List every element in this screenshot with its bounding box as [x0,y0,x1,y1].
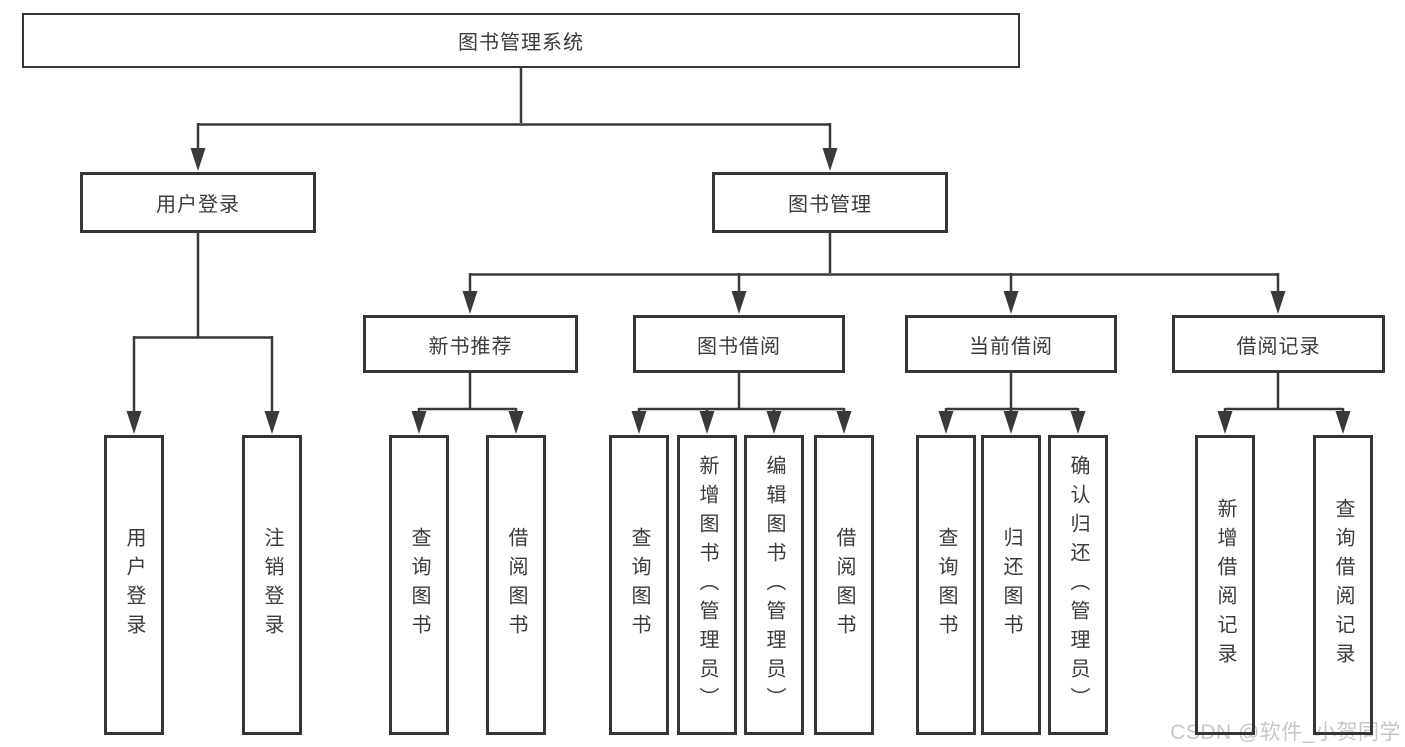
arrow-down-icon [264,411,280,434]
node-current-borrow-label: 当前借阅 [969,335,1053,358]
arrow-down-icon [1070,411,1086,434]
node-book-borrow: 图书借阅 [633,315,845,373]
arrow-down-icon [411,411,427,434]
leaf-add-borrow-record: 新增借阅记录 [1195,435,1255,735]
leaf-user-login: 用户登录 [104,435,164,735]
leaf-add-books-admin: 新增图书（管理员） [677,435,737,735]
arrow-down-icon [699,411,715,434]
arrow-down-icon [126,411,142,434]
leaf-confirm-return-admin: 确认归还（管理员） [1048,435,1108,735]
node-book-management-label: 图书管理 [788,194,872,216]
leaf-return-books-label: 归还图书 [1000,527,1022,643]
arrow-down-icon [1217,411,1233,434]
leaf-query-borrow-record: 查询借阅记录 [1313,435,1373,735]
leaf-query-books-current-label: 查询图书 [935,527,957,643]
arrow-down-icon [1003,291,1019,314]
leaf-borrow-books-label: 借阅图书 [833,527,855,643]
leaf-logout: 注销登录 [242,435,302,735]
leaf-borrow-books: 借阅图书 [814,435,874,735]
leaf-add-books-admin-label: 新增图书（管理员） [696,454,718,716]
leaf-borrow-books-recommend: 借阅图书 [486,435,546,735]
watermark: CSDN @软件_小贺同学 [1170,721,1401,744]
leaf-query-borrow-record-label: 查询借阅记录 [1332,498,1354,672]
leaf-edit-books-admin-label: 编辑图书（管理员） [763,454,785,716]
arrow-down-icon [766,411,782,434]
arrow-down-icon [508,411,524,434]
leaf-query-books-borrow-label: 查询图书 [628,527,650,643]
node-user-login: 用户登录 [80,172,316,233]
arrow-down-icon [462,291,478,314]
leaf-confirm-return-admin-label: 确认归还（管理员） [1067,454,1089,716]
node-borrow-records-label: 借阅记录 [1236,335,1321,358]
arrow-down-icon [190,148,206,171]
leaf-return-books: 归还图书 [981,435,1041,735]
node-root-label: 图书管理系统 [458,32,584,54]
leaf-query-books-borrow: 查询图书 [609,435,669,735]
node-book-borrow-label: 图书借阅 [697,335,781,358]
arrow-down-icon [1270,291,1286,314]
leaf-query-books-current: 查询图书 [916,435,976,735]
arrowheads [126,148,1351,434]
arrow-down-icon [822,148,838,171]
leaf-query-books-recommend: 查询图书 [389,435,449,735]
node-root: 图书管理系统 [22,13,1020,68]
leaf-query-books-recommend-label: 查询图书 [408,527,430,643]
arrow-down-icon [731,291,747,314]
node-book-management: 图书管理 [712,172,948,233]
arrow-down-icon [938,411,954,434]
node-new-book-recommend: 新书推荐 [363,315,578,373]
node-new-book-recommend-label: 新书推荐 [428,335,513,358]
node-user-login-label: 用户登录 [156,194,240,216]
leaf-add-borrow-record-label: 新增借阅记录 [1214,498,1236,672]
leaf-user-login-label: 用户登录 [123,527,145,643]
arrow-down-icon [631,411,647,434]
node-borrow-records: 借阅记录 [1172,315,1385,373]
leaf-edit-books-admin: 编辑图书（管理员） [744,435,804,735]
leaf-borrow-books-recommend-label: 借阅图书 [505,527,527,643]
node-current-borrow: 当前借阅 [905,315,1117,373]
arrow-down-icon [836,411,852,434]
arrow-down-icon [1003,411,1019,434]
leaf-logout-label: 注销登录 [261,527,283,643]
arrow-down-icon [1335,411,1351,434]
